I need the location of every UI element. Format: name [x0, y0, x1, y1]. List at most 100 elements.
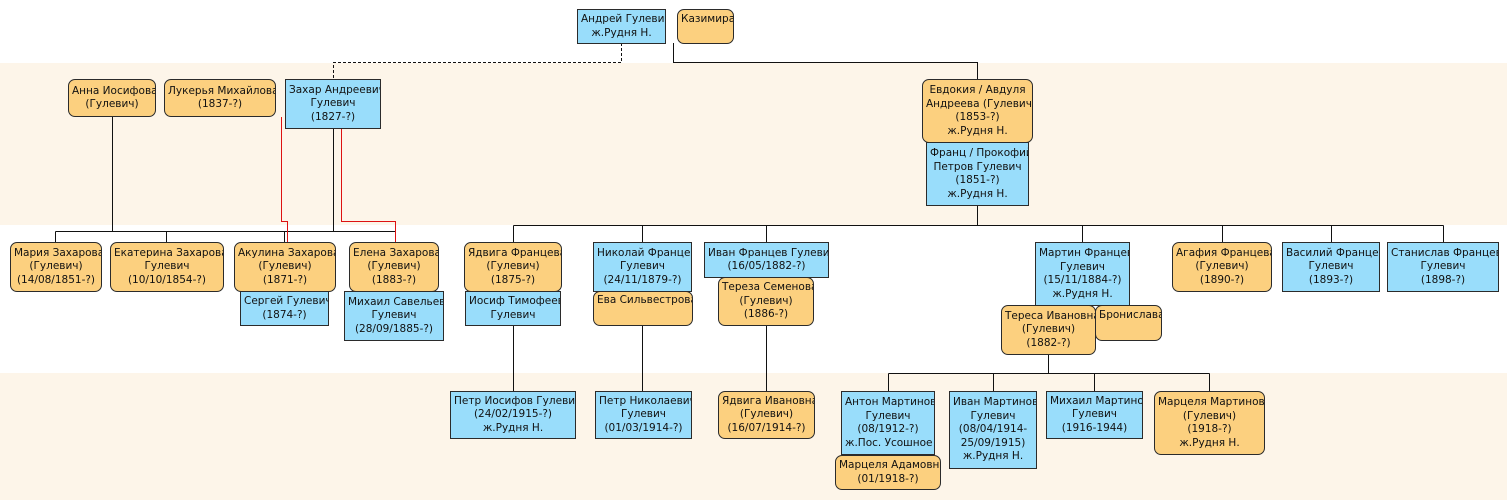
- person-stanislav-line-2: (1898-?): [1420, 273, 1466, 286]
- person-tereza-s-line-0: Тереза Семенова: [722, 281, 814, 294]
- person-evdokia-line-0: Евдокия / Авдуля: [929, 84, 1026, 96]
- connector-lukerya-elena: [341, 129, 396, 242]
- person-tereza-s-line-2: (1886-?): [743, 308, 789, 321]
- person-mikhail-s-line-2: (28/09/1885-?): [354, 322, 434, 335]
- person-yadviga-f-line-1: (Гулевич): [486, 260, 540, 273]
- person-martselya-m-line-0: Марцеля Мартинова: [1158, 396, 1265, 408]
- person-nikolay-line-2: (24/11/1879-?): [603, 273, 682, 286]
- person-akulina-line-1: (Гулевич): [258, 260, 312, 273]
- person-martin-line-1: Гулевич: [1059, 260, 1105, 273]
- person-elena-line-1: (Гулевич): [367, 260, 421, 273]
- person-ivan-f-line-0: Иван Францев Гулевич: [708, 246, 829, 259]
- person-ivan-f-line-1: (16/05/1882-?): [727, 260, 806, 272]
- person-node-iosif[interactable]: Иосиф Тимофеев Гулевич: [465, 291, 561, 326]
- person-petr-i-line-0: Петр Иосифов Гулевич: [454, 394, 576, 407]
- person-petr-n-line-2: (01/03/1914-?): [604, 421, 683, 434]
- person-martselya-a-line-1: (01/1918-?): [857, 472, 919, 485]
- person-node-yadviga-f[interactable]: Ядвига Францева (Гулевич) (1875-?): [464, 242, 562, 292]
- person-mikhail-m-line-0: Михаил Мартинов: [1050, 394, 1143, 407]
- person-mikhail-s-line-1: Гулевич: [371, 309, 417, 322]
- person-ivan-m-line-2: (08/04/1914-: [958, 423, 1028, 436]
- person-lukerya-line-0: Лукерья Михайлова: [168, 84, 276, 97]
- person-node-andrey[interactable]: Андрей Гулевич ж.Рудня Н.: [577, 9, 666, 44]
- person-anton-line-0: Антон Мартинов: [845, 396, 935, 408]
- person-node-stanislav[interactable]: Станислав Францев Гулевич (1898-?): [1387, 242, 1499, 292]
- person-petr-n-line-0: Петр Николаевич: [599, 394, 692, 407]
- person-node-tereza-i[interactable]: Тереса Ивановна (Гулевич) (1882-?): [1001, 305, 1096, 355]
- person-eva-line-0: Ева Сильвестрова: [597, 294, 693, 306]
- person-agafia-line-1: (Гулевич): [1195, 260, 1249, 273]
- person-zakhar-line-2: (1827-?): [310, 110, 356, 123]
- person-node-martselya-a[interactable]: Марцеля Адамовна (01/1918-?): [835, 455, 941, 490]
- person-iosif-line-0: Иосиф Тимофеев: [469, 295, 561, 307]
- person-anton-line-2: (08/1912-?): [857, 423, 919, 435]
- person-petr-i-line-2: ж.Рудня Н.: [482, 421, 544, 434]
- person-node-ivan-m[interactable]: Иван Мартинов Гулевич (08/04/1914- 25/09…: [949, 391, 1037, 469]
- person-maria-line-1: (Гулевич): [29, 260, 83, 273]
- person-akulina-line-2: (1871-?): [262, 273, 308, 286]
- person-node-vasiliy[interactable]: Василий Францев Гулевич (1893-?): [1282, 242, 1380, 292]
- person-node-agafia[interactable]: Агафия Францева (Гулевич) (1890-?): [1172, 242, 1272, 292]
- person-martselya-m-line-3: ж.Рудня Н.: [1179, 436, 1240, 449]
- person-node-akulina[interactable]: Акулина Захарова (Гулевич) (1871-?): [234, 242, 336, 292]
- person-sergey-line-1: (1874-?): [262, 308, 307, 321]
- person-evdokia-line-1: Андреева (Гулевич): [926, 97, 1033, 110]
- person-node-ekaterina[interactable]: Екатерина Захарова Гулевич (10/10/1854-?…: [110, 242, 224, 292]
- person-nikolay-line-1: Гулевич: [619, 260, 665, 273]
- person-node-anton[interactable]: Антон Мартинов Гулевич (08/1912-?) ж.Пос…: [841, 391, 935, 455]
- person-node-petr-i[interactable]: Петр Иосифов Гулевич (24/02/1915-?) ж.Ру…: [450, 391, 576, 439]
- person-ivan-m-line-0: Иван Мартинов: [953, 396, 1037, 409]
- person-node-zakhar[interactable]: Захар Андреевич Гулевич (1827-?): [285, 79, 381, 129]
- person-zakhar-line-0: Захар Андреевич: [289, 83, 381, 96]
- person-node-frants[interactable]: Франц / Прокофий Петров Гулевич (1851-?)…: [926, 142, 1029, 206]
- person-node-kazimira[interactable]: Казимира: [677, 9, 734, 44]
- person-node-lukerya[interactable]: Лукерья Михайлова (1837-?): [164, 79, 276, 117]
- person-agafia-line-0: Агафия Францева: [1176, 246, 1272, 259]
- person-node-tereza-s[interactable]: Тереза Семенова (Гулевич) (1886-?): [718, 277, 814, 326]
- person-frants-line-0: Франц / Прокофий: [930, 147, 1029, 159]
- person-martin-line-3: ж.Рудня Н.: [1052, 287, 1113, 300]
- person-bronislava-line-0: Бронислава: [1099, 309, 1162, 321]
- person-node-nikolay[interactable]: Николай Францев Гулевич (24/11/1879-?): [593, 242, 692, 292]
- person-nikolay-line-0: Николай Францев: [597, 246, 692, 259]
- connector-andrey-zakhar: [333, 43, 622, 80]
- person-mikhail-m-line-1: Гулевич: [1071, 408, 1117, 421]
- person-tereza-i-line-0: Тереса Ивановна: [1005, 309, 1096, 322]
- person-vasiliy-line-2: (1893-?): [1308, 273, 1354, 286]
- person-agafia-line-2: (1890-?): [1199, 273, 1245, 286]
- person-node-ivan-f[interactable]: Иван Францев Гулевич (16/05/1882-?): [704, 242, 829, 278]
- person-yadviga-f-line-2: (1875-?): [490, 273, 536, 286]
- person-evdokia-line-3: ж.Рудня Н.: [947, 124, 1008, 137]
- person-node-elena[interactable]: Елена Захарова (Гулевич) (1883-?): [349, 242, 439, 292]
- person-vasiliy-line-1: Гулевич: [1308, 260, 1354, 273]
- person-petr-i-line-1: (24/02/1915-?): [473, 408, 553, 421]
- person-node-martin[interactable]: Мартин Францев Гулевич (15/11/1884-?) ж.…: [1035, 242, 1130, 306]
- person-node-petr-n[interactable]: Петр Николаевич Гулевич (01/03/1914-?): [595, 391, 692, 439]
- person-node-eva[interactable]: Ева Сильвестрова: [593, 291, 693, 326]
- person-node-evdokia[interactable]: Евдокия / Авдуля Андреева (Гулевич) (185…: [922, 79, 1033, 143]
- person-node-martselya-m[interactable]: Марцеля Мартинова (Гулевич) (1918-?) ж.Р…: [1154, 391, 1265, 455]
- person-ivan-m-line-3: 25/09/1915): [960, 436, 1026, 449]
- person-martselya-m-line-1: (Гулевич): [1182, 409, 1237, 422]
- person-akulina-line-0: Акулина Захарова: [238, 246, 336, 259]
- person-martin-line-2: (15/11/1884-?): [1043, 274, 1122, 286]
- person-anna-line-1: (Гулевич): [85, 98, 139, 110]
- person-node-mikhail-s[interactable]: Михаил Савельев Гулевич (28/09/1885-?): [344, 291, 444, 341]
- person-martselya-a-line-0: Марцеля Адамовна: [839, 459, 941, 471]
- person-node-maria[interactable]: Мария Захарова (Гулевич) (14/08/1851-?): [10, 242, 102, 292]
- person-frants-line-2: (1851-?): [955, 174, 1000, 186]
- person-ekaterina-line-2: (10/10/1854-?): [127, 273, 207, 286]
- person-zakhar-line-1: Гулевич: [310, 97, 356, 110]
- person-kazimira-line-0: Казимира: [681, 13, 734, 25]
- person-elena-line-2: (1883-?): [371, 273, 417, 286]
- person-tereza-i-line-2: (1882-?): [1026, 336, 1071, 349]
- person-yadviga-f-line-0: Ядвига Францева: [468, 246, 562, 259]
- person-andrey-line-1: ж.Рудня Н.: [591, 26, 652, 39]
- person-node-sergey[interactable]: Сергей Гулевич (1874-?): [240, 291, 329, 326]
- person-node-bronislava[interactable]: Бронислава: [1095, 305, 1162, 341]
- person-node-anna[interactable]: Анна Иосифова (Гулевич): [68, 79, 156, 117]
- person-ivan-m-line-4: ж.Рудня Н.: [962, 450, 1024, 463]
- person-node-yadviga-i[interactable]: Ядвига Ивановна (Гулевич) (16/07/1914-?): [718, 391, 815, 439]
- person-node-mikhail-m[interactable]: Михаил Мартинов Гулевич (1916-1944): [1046, 391, 1143, 439]
